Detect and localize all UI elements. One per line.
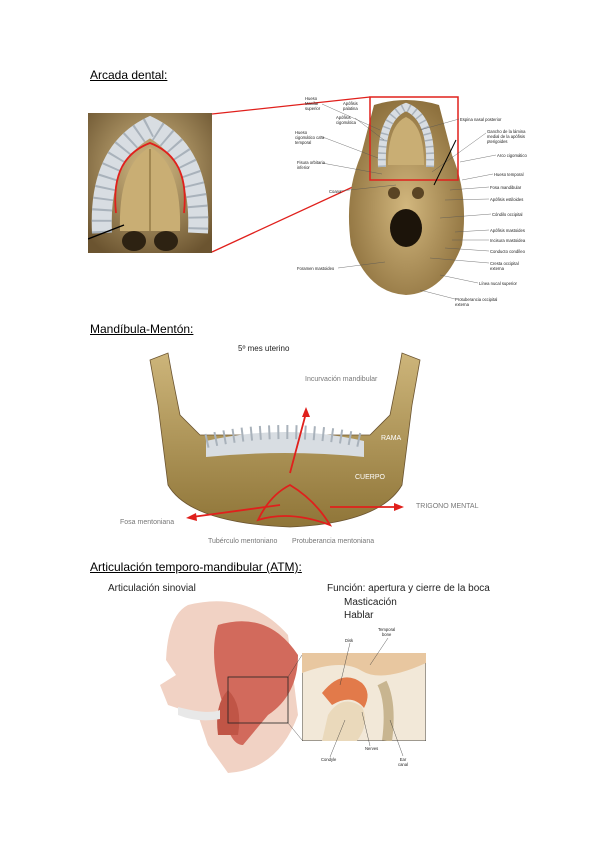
heading-atm: Articulación temporo-mandibular (ATM): [90,560,302,574]
label-ear-canal: Ear canal [398,757,409,767]
skull-leader-lines [319,103,497,300]
label-protuberancia-occipital: Protuberancia occipital externa [455,297,498,307]
label-cresta-occipital: Cresta occipital externa [490,261,519,271]
label-hueso-temporal: Hueso temporal [494,172,524,177]
label-coana: Coana [329,189,342,194]
mandible-title: 5º mes uterino [238,344,290,353]
label-trigono: TRIGONO MENTAL [416,503,479,510]
label-cuerpo: CUERPO [355,474,385,481]
label-apofisis-palatina: Apófisis palatina [343,101,358,111]
label-incurvacion: Incurvación mandibular [305,376,378,383]
label-hueso-maxilar: Hueso Maxilar superior [305,96,321,111]
atm-function-item-1: Masticación [344,597,397,608]
label-apofisis-estiloides: Apófisis estiloides [490,197,524,202]
atm-function: Función: apertura y cierre de la boca [327,583,490,594]
label-condilo-occipital: Cóndilo occipital [492,212,523,217]
atm-function-item-2: Hablar [344,610,374,621]
label-gancho-lamina: Gancho de la lámina medial de la apófisi… [487,129,526,144]
label-hueso-cigomatico: Hueso cigomático cara temporal [295,130,325,145]
joint-detail-image [302,653,426,741]
label-incisura-mastoidea: Incisura mastoidea [490,238,526,243]
label-conducto-condileo: Conducto condíleo [490,249,525,254]
label-fosa-mentoniana: Fosa mentoniana [120,519,175,526]
mandible-image [149,352,421,528]
label-apofisis-cigomatica: Apófisis cigomática [336,115,357,125]
label-protuberancia: Protuberancia mentoniana [292,538,375,545]
skull-base-image [348,96,465,295]
label-linea-nucal: Línea nucal superior [479,281,517,286]
label-condyle: Condyle [321,757,337,762]
atm-type: Articulación sinovial [108,583,196,594]
label-fosa-mandibular: Fosa mandibular [490,185,522,190]
label-arco-cigomatico: Arco cigomático [497,153,527,158]
dental-arch-closeup-image [88,113,212,253]
label-apofisis-mastoides: Apófisis mastoides [490,228,525,233]
label-rama: RAMA [381,435,402,442]
label-nerves: Nerves [365,746,379,751]
label-disk: Disk [345,638,354,643]
zoom-connector-lines [211,96,371,253]
heading-mandibula-menton: Mandíbula-Mentón: [90,322,194,336]
label-espina-nasal: Espina nasal posterior [460,117,502,122]
label-temporal-bone: Temporal bone [378,627,396,637]
label-tuberculo: Tubérculo mentoniano [208,538,278,545]
heading-arcada-dental: Arcada dental: [90,68,168,82]
label-fisura-orbitaria: Fisura orbitaria inferior [297,160,325,170]
label-foramen-mastoideo: Foramen mastoideo [297,266,335,271]
head-muscle-image [160,601,298,773]
